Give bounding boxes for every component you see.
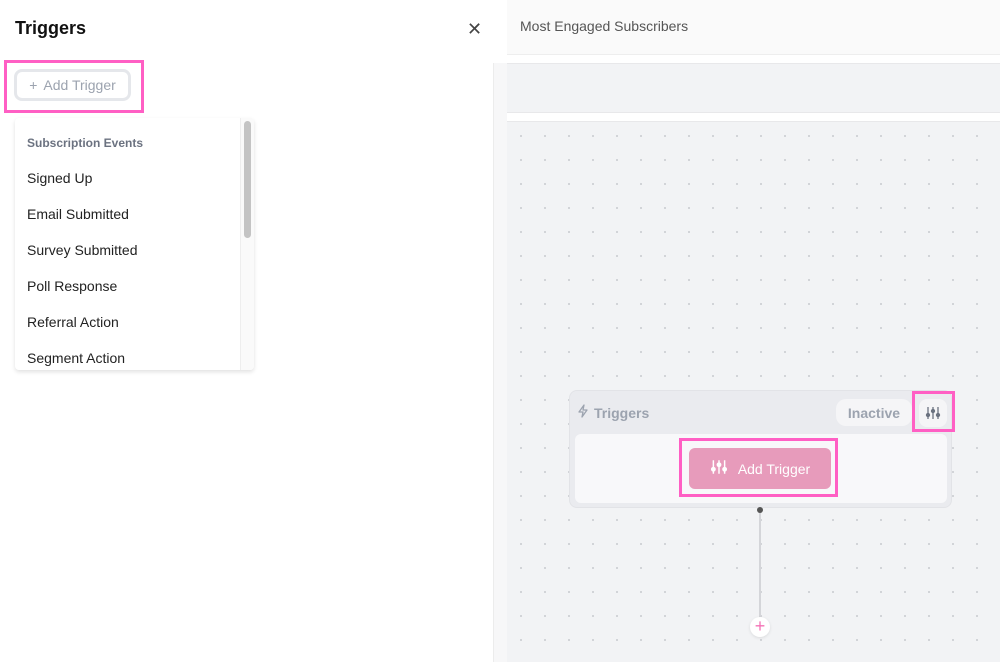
add-trigger-label: Add Trigger [43,77,116,93]
plus-icon: + [29,77,38,93]
status-badge: Inactive [836,399,912,426]
lightning-icon [577,404,589,421]
highlight-box [4,60,144,113]
dropdown-scrollbar[interactable] [240,118,254,370]
scrollbar-thumb[interactable] [244,121,251,238]
node-title-text: Triggers [594,404,650,421]
add-trigger-label: Add Trigger [737,460,811,477]
dropdown-section-header: Subscription Events [27,136,144,150]
add-step-plus-icon[interactable]: + [750,617,770,637]
trigger-dropdown: Subscription Events Signed Up Email Subm… [15,118,254,370]
dropdown-item-poll-response[interactable]: Poll Response [27,278,118,294]
triggers-node: Triggers Inactive [569,390,952,508]
divider [493,0,507,63]
workflow-header: Most Engaged Subscribers [507,0,1000,55]
triggers-panel: Triggers ✕ + Add Trigger Subscription Ev… [0,0,493,662]
panel-title: Triggers [15,18,87,38]
dropdown-item-referral-action[interactable]: Referral Action [27,314,119,330]
panel-divider [493,63,507,662]
node-add-trigger-button[interactable]: Add Trigger [689,448,831,489]
workflow-title: Most Engaged Subscribers [520,18,689,34]
close-icon[interactable]: ✕ [467,19,483,39]
sliders-icon [710,458,728,479]
sliders-icon[interactable] [919,399,947,427]
dropdown-item-signed-up[interactable]: Signed Up [27,170,93,186]
node-title: Triggers [577,404,649,421]
dropdown-item-email-submitted[interactable]: Email Submitted [27,206,129,222]
toolbar-band [507,63,1000,113]
highlight-box [912,391,955,432]
connector-dot [757,507,763,513]
connector-line [759,510,761,618]
dropdown-item-survey-submitted[interactable]: Survey Submitted [27,242,138,258]
workflow-canvas[interactable] [507,121,1000,662]
dropdown-item-segment-action[interactable]: Segment Action [27,350,126,366]
add-trigger-button[interactable]: + Add Trigger [14,69,131,101]
highlight-box [679,438,838,497]
